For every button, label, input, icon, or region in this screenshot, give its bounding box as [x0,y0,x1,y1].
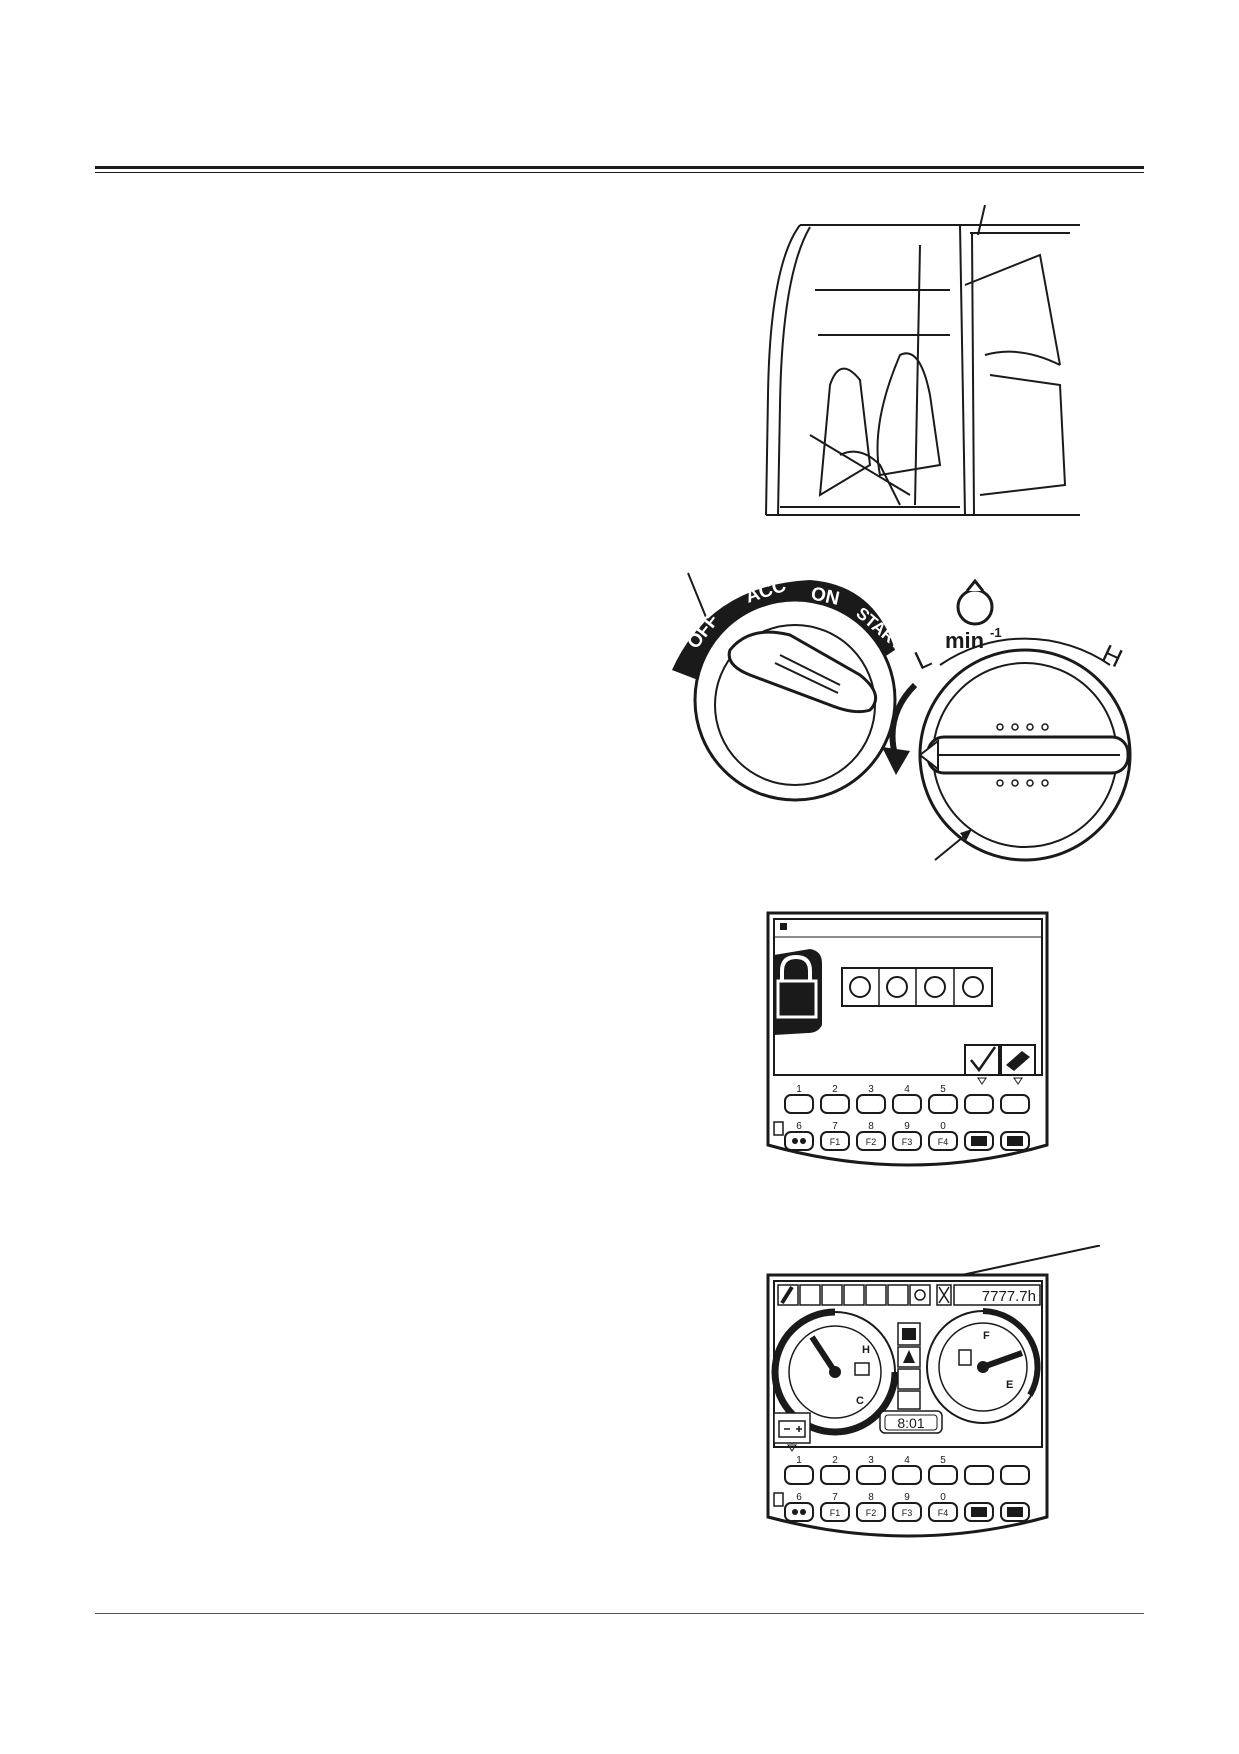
keypad-button-f3[interactable] [892,1502,922,1522]
fuel-label-full: F [983,1330,990,1342]
keypad-button-1[interactable] [784,1465,814,1485]
caution-icon [773,1121,784,1136]
dial-label-high: H [1097,638,1127,673]
temp-label-high: H [862,1344,870,1356]
key-number-2: 2 [832,1455,838,1466]
dial-leader-line [934,832,969,861]
indicator-slot-3 [821,1284,843,1306]
indicator-slot-2 [799,1284,821,1306]
fuel-gauge [926,1308,1041,1424]
glow-plug-icon [792,1138,798,1144]
fkey-label-f2: F2 [866,1137,877,1147]
lock-status-icon [780,923,787,930]
keypad-button-blank-2[interactable] [1000,1465,1030,1485]
keypad-button-2[interactable] [820,1094,850,1114]
menu-icon [971,1136,987,1146]
hour-meter-value: 7777.7h [982,1288,1036,1305]
switch-position-band [672,580,895,680]
main-monitor-illustration: 7777.7h H C F E 8:01 1 2 3 [766,1245,1100,1538]
fkey-label-f1: F1 [830,1137,841,1147]
key-number-8: 8 [868,1492,874,1503]
camera-icon [1007,1507,1023,1517]
keypad-button-f3[interactable] [892,1131,922,1151]
fkey-label-f4: F4 [938,1137,949,1147]
cab-illustration [765,205,1080,516]
keypad-button-f4[interactable] [928,1502,958,1522]
indicator-slot-4 [843,1284,865,1306]
engine-speed-icon [956,578,994,626]
temp-label-low: C [856,1395,864,1407]
dial-unit-base: min [945,628,984,653]
keypad-button-4[interactable] [892,1094,922,1114]
fkey-label-f3: F3 [902,1508,913,1518]
battery-icon [773,1412,811,1444]
keypad-button-f4[interactable] [928,1131,958,1151]
keypad-button-f1[interactable] [820,1502,850,1522]
switch-leader-line [687,572,711,628]
dial-label-low: L [910,642,936,675]
keypad-button-5[interactable] [928,1094,958,1114]
key-number-2: 2 [832,1084,838,1095]
caution-icon [773,1492,784,1507]
indicator-slot-6 [887,1284,909,1306]
lock-monitor-illustration: 1 2 3 4 5 6 7 8 9 0 F1 F2 F3 [766,911,1049,1167]
footer-rule [95,1613,1144,1614]
key-number-1: 1 [796,1455,802,1466]
key-number-5: 5 [940,1084,946,1095]
key-number-6: 6 [796,1121,802,1132]
fkey-label-f4: F4 [938,1508,949,1518]
key-number-6: 6 [796,1492,802,1503]
fkey-label-f1: F1 [830,1508,841,1518]
keypad-button-4[interactable] [892,1465,922,1485]
keypad-button-blank-2[interactable] [1000,1094,1030,1114]
menu-icon [971,1507,987,1517]
header-rule [95,166,1144,169]
key[interactable] [727,630,878,714]
mail-icon [897,1368,921,1390]
key-number-7: 7 [832,1121,838,1132]
header-rule-thin [95,172,1144,173]
camera-icon [1007,1136,1023,1146]
fuel-pump-icon [958,1349,972,1366]
key-number-3: 3 [868,1455,874,1466]
key-number-9: 9 [904,1121,910,1132]
keypad-button-1[interactable] [784,1094,814,1114]
key-number-4: 4 [904,1084,910,1095]
keypad-button-blank-1[interactable] [964,1094,994,1114]
glow-plug-icon [792,1509,798,1515]
fuel-label-empty: E [1006,1379,1013,1391]
attachment-icon [897,1390,921,1410]
key-number-5: 5 [940,1455,946,1466]
keypad-button-3[interactable] [856,1465,886,1485]
keypad-button-f2[interactable] [856,1131,886,1151]
key-number-1: 1 [796,1084,802,1095]
keypad-button-f2[interactable] [856,1502,886,1522]
keypad-button-6[interactable] [784,1502,814,1522]
hour-meter-box [953,1284,1041,1306]
key-number-0: 0 [940,1121,946,1132]
dial-unit-exp: -1 [990,625,1002,640]
clock-value: 8:01 [897,1415,924,1431]
padlock-icon [774,949,822,1035]
keypad-button-2[interactable] [820,1465,850,1485]
keypad-button-5[interactable] [928,1465,958,1485]
coolant-icon [854,1362,870,1376]
password-entry[interactable] [841,967,993,1007]
key-number-4: 4 [904,1455,910,1466]
keypad-button-3[interactable] [856,1094,886,1114]
fkey-label-f2: F2 [866,1508,877,1518]
keypad-button-blank-1[interactable] [964,1465,994,1485]
fkey-label-f3: F3 [902,1137,913,1147]
key-number-8: 8 [868,1121,874,1132]
keypad-button-6[interactable] [784,1131,814,1151]
key-number-7: 7 [832,1492,838,1503]
keypad-button-f1[interactable] [820,1131,850,1151]
switch-and-dial-illustration: OFF ACC ON START min -1 L H [670,572,1132,862]
key-number-0: 0 [940,1492,946,1503]
indicator-slot-5 [865,1284,887,1306]
key-number-3: 3 [868,1084,874,1095]
rotation-arrow [889,682,918,756]
key-number-9: 9 [904,1492,910,1503]
preheat-indicator-icon [909,1284,931,1306]
